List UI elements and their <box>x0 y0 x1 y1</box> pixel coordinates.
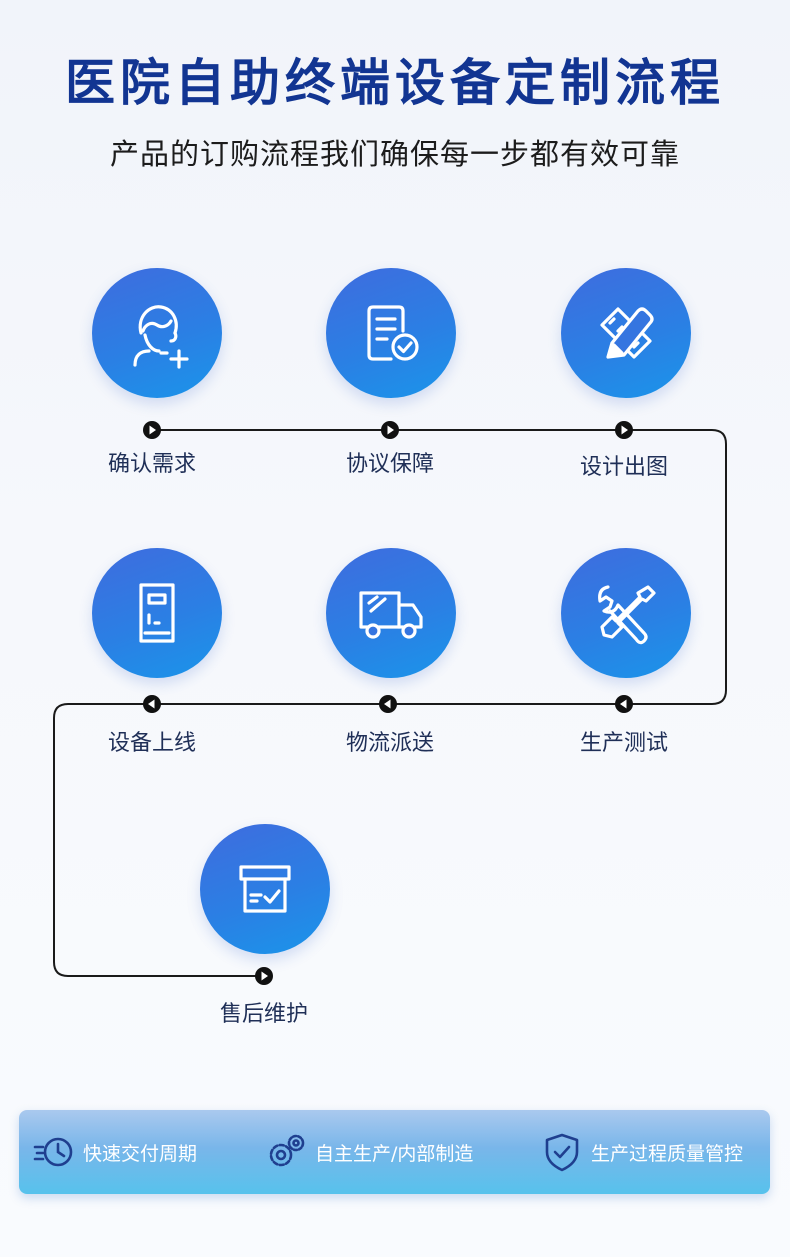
feature-label: 生产过程质量管控 <box>591 1142 744 1165</box>
flow-arrow-icon <box>615 695 633 713</box>
feature-fast-delivery: 快速交付周期 <box>33 1110 197 1194</box>
flow-arrow-icon <box>143 421 161 439</box>
step-label: 协议保障 <box>345 452 434 477</box>
page-title: 医院自助终端设备定制流程 <box>65 54 725 112</box>
flow-arrow-icon <box>615 421 633 439</box>
step-label: 确认需求 <box>107 452 196 477</box>
step-circle-go-live <box>92 548 222 678</box>
step-circle-after-sales <box>200 824 330 954</box>
step-circle-production-test <box>561 548 691 678</box>
step-label: 设计出图 <box>579 455 668 480</box>
step-circle-confirm-requirements <box>92 268 222 398</box>
feature-label: 自主生产/内部制造 <box>315 1142 474 1165</box>
step-circle-agreement <box>326 268 456 398</box>
wrench-screwdriver-icon <box>598 585 656 645</box>
flow-arrow-icon <box>381 421 399 439</box>
feature-in-house-manufacturing: 自主生产/内部制造 <box>265 1110 473 1194</box>
flow-arrow-icon <box>255 967 273 985</box>
gears-icon <box>269 1134 305 1167</box>
delivery-truck-icon <box>359 591 423 639</box>
pencil-ruler-icon <box>600 307 654 359</box>
box-check-icon <box>239 865 291 913</box>
step-label: 设备上线 <box>107 731 196 756</box>
fast-clock-icon <box>33 1137 73 1167</box>
flow-arrow-icon <box>379 695 397 713</box>
step-label: 生产测试 <box>579 731 668 756</box>
customer-service-headset-icon <box>133 305 189 369</box>
flow-arrow-icon <box>143 695 161 713</box>
page-subtitle: 产品的订购流程我们确保每一步都有效可靠 <box>109 137 680 171</box>
step-label: 物流派送 <box>345 731 434 756</box>
feature-label: 快速交付周期 <box>83 1142 198 1165</box>
step-label: 售后维护 <box>219 1002 308 1027</box>
shield-check-icon <box>545 1133 579 1172</box>
kiosk-terminal-icon <box>139 583 175 643</box>
step-circle-design <box>561 268 691 398</box>
feature-quality-control: 生产过程质量管控 <box>541 1110 743 1194</box>
features-bar: 快速交付周期 自主生产/内部制造 生产过程质量管控 <box>19 1110 770 1194</box>
document-check-icon <box>367 305 419 361</box>
step-circle-logistics <box>326 548 456 678</box>
